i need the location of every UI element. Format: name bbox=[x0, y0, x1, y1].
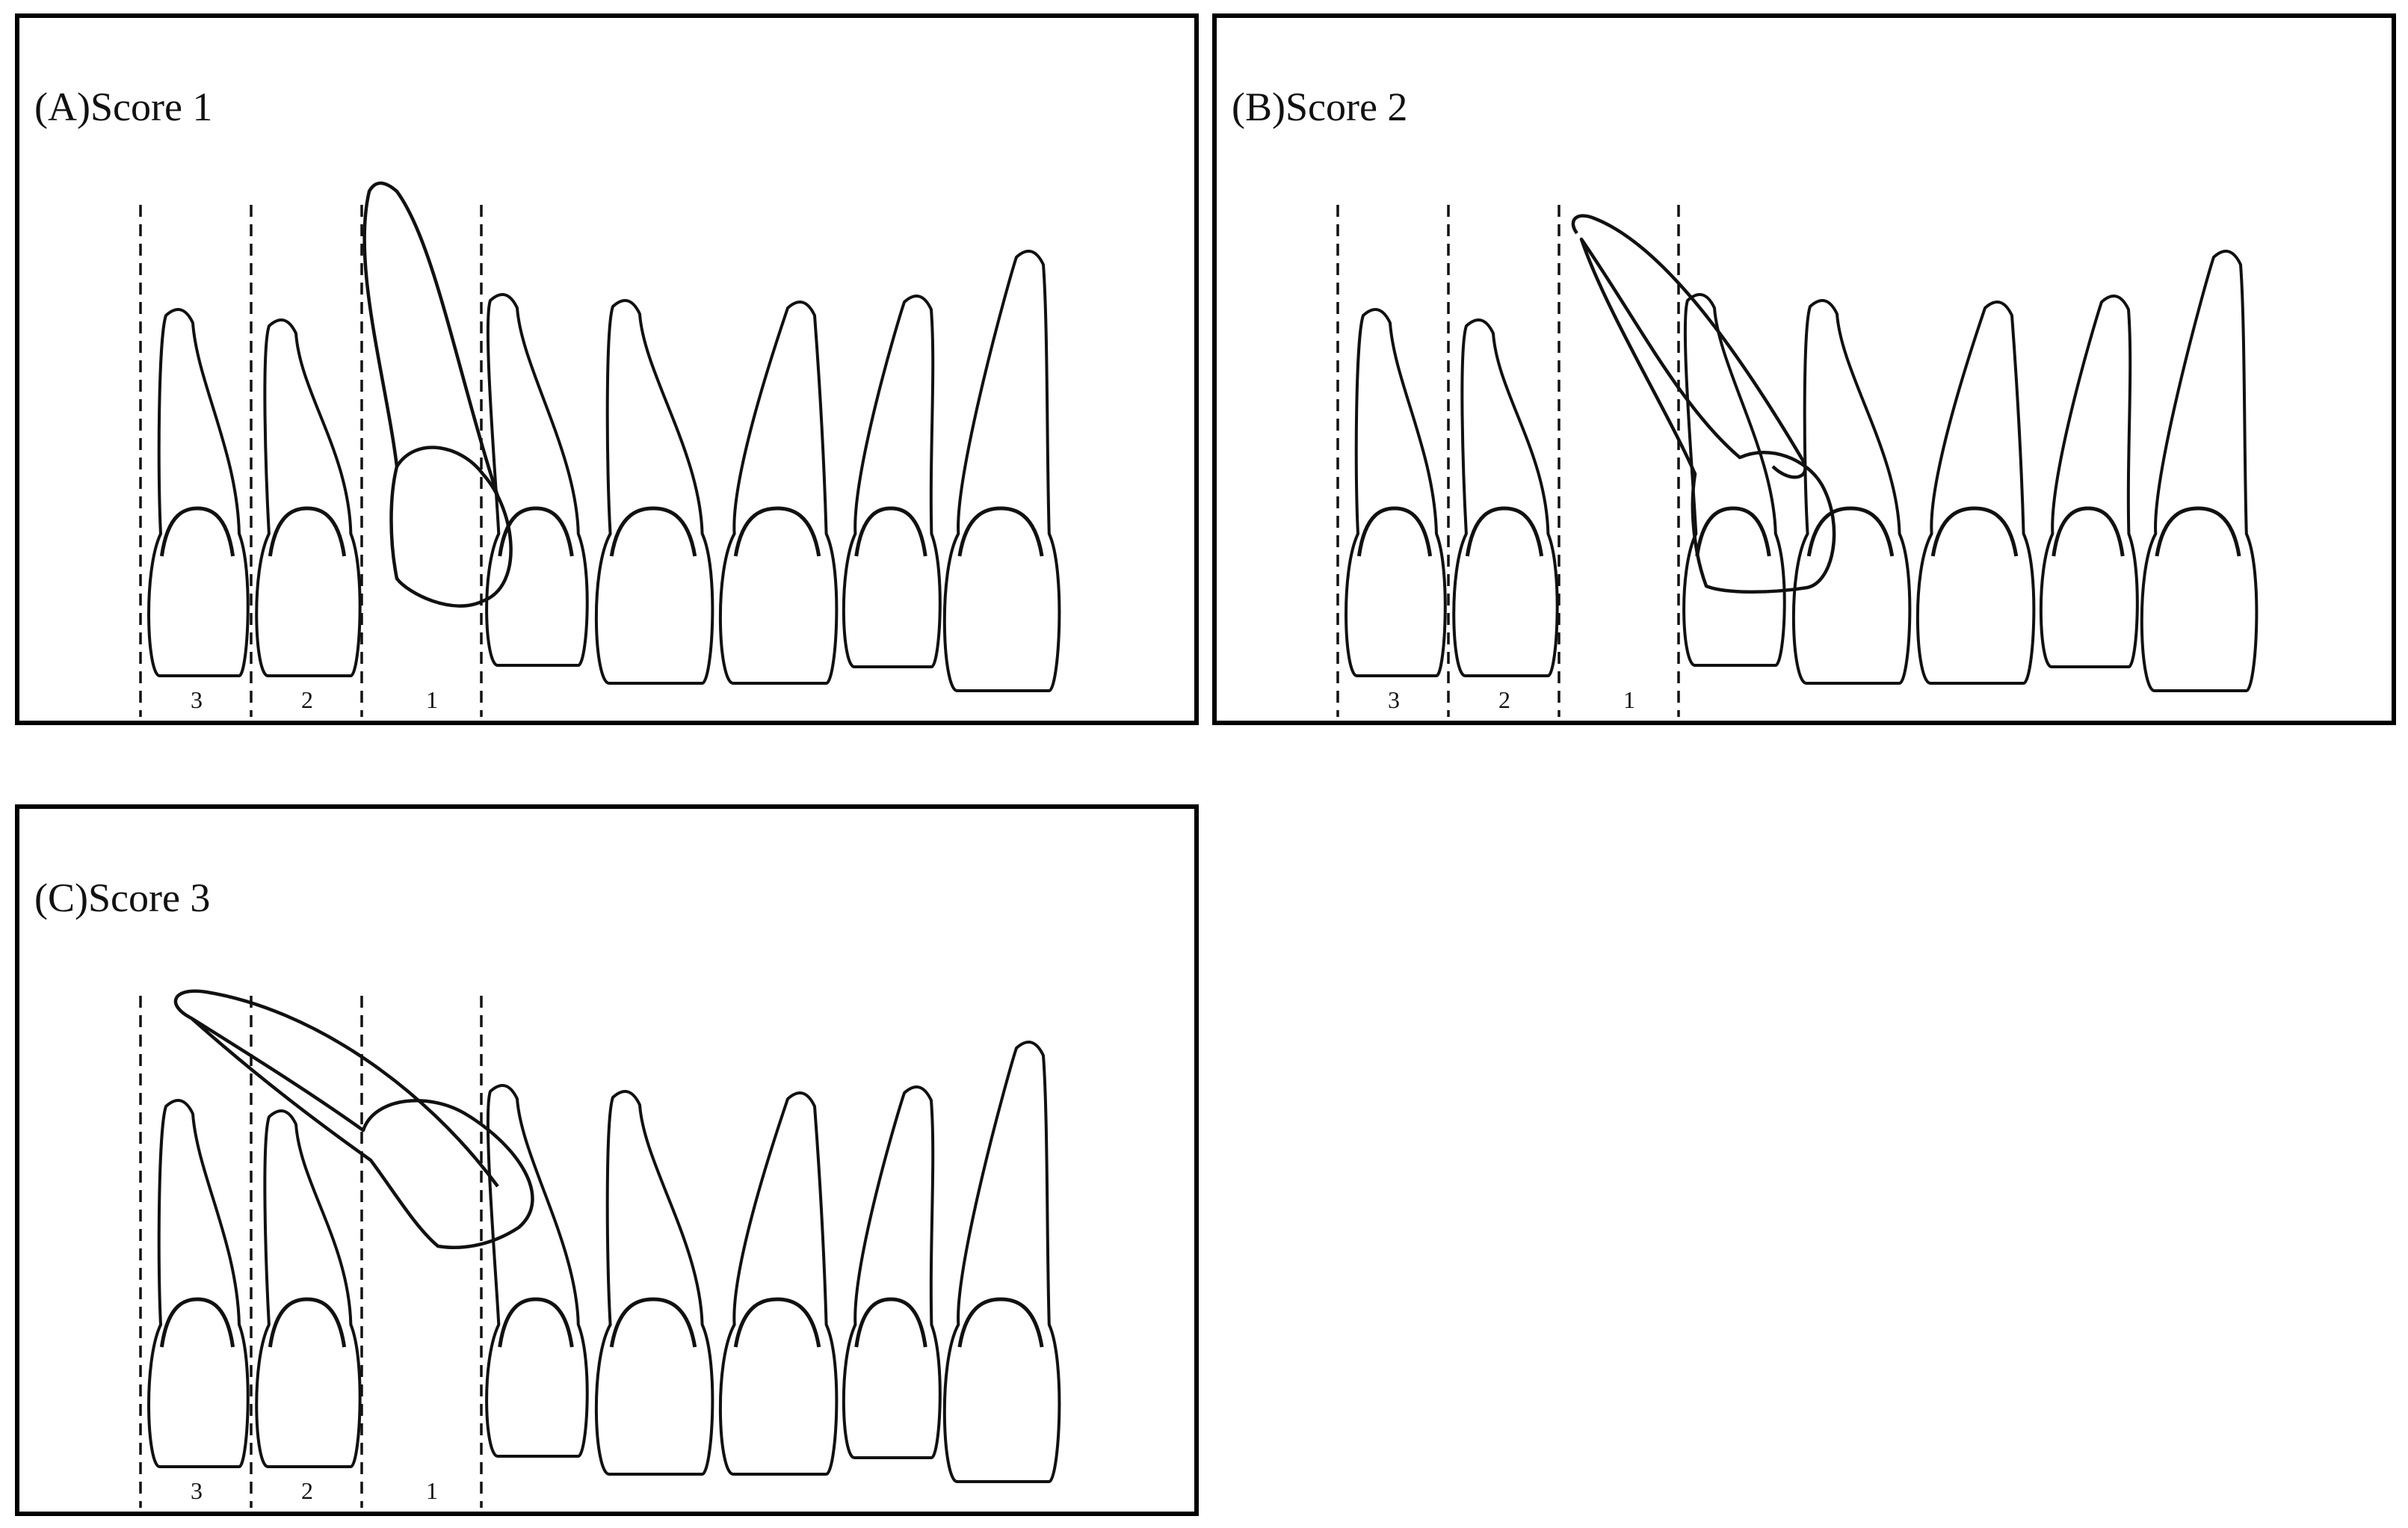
central-incisor-1 bbox=[485, 1084, 589, 1458]
central-incisor-4 bbox=[2039, 295, 2139, 668]
zone-label-1: 1 bbox=[1623, 686, 1635, 713]
lateral-tooth-zone-3 bbox=[1345, 308, 1447, 677]
central-incisor-1 bbox=[1682, 293, 1786, 667]
zone-label-2: 2 bbox=[301, 686, 313, 713]
panel-title: (B)Score 2 bbox=[1232, 84, 1408, 129]
panel-score-1: (A)Score 1 3 2 1 bbox=[15, 13, 1199, 725]
lateral-tooth-zone-2 bbox=[255, 1109, 362, 1468]
tooth-diagram bbox=[139, 989, 1061, 1508]
zone-label-1: 1 bbox=[426, 1477, 438, 1504]
impacted-canine bbox=[362, 181, 513, 608]
central-incisor-3 bbox=[718, 1091, 839, 1476]
central-incisor-1 bbox=[485, 293, 589, 667]
panel-title: (C)Score 3 bbox=[34, 875, 211, 920]
central-incisor-2 bbox=[594, 1090, 714, 1476]
central-incisor-3 bbox=[1915, 301, 2036, 685]
canine-tooth bbox=[942, 250, 1061, 692]
panel-title: (A)Score 1 bbox=[34, 84, 213, 129]
central-incisor-2 bbox=[594, 299, 714, 685]
lateral-tooth-zone-2 bbox=[255, 318, 362, 677]
panel-score-3: (C)Score 3 3 2 1 bbox=[15, 804, 1199, 1516]
panel-score-2: (B)Score 2 3 2 1 bbox=[1212, 13, 2396, 725]
zone-label-1: 1 bbox=[426, 686, 438, 713]
zone-label-3: 3 bbox=[1388, 686, 1400, 713]
lateral-tooth-zone-3 bbox=[147, 308, 250, 677]
impacted-canine bbox=[1571, 214, 1836, 594]
canine-tooth bbox=[2140, 250, 2259, 692]
central-incisor-2 bbox=[1791, 299, 1912, 685]
lateral-tooth-zone-3 bbox=[147, 1099, 250, 1468]
tooth-diagram bbox=[1336, 205, 2259, 717]
central-incisor-3 bbox=[718, 301, 839, 685]
impacted-canine bbox=[173, 989, 534, 1249]
central-incisor-4 bbox=[842, 1085, 942, 1459]
zone-label-2: 2 bbox=[1498, 686, 1510, 713]
lateral-tooth-zone-2 bbox=[1452, 318, 1559, 677]
central-incisor-4 bbox=[842, 295, 942, 668]
zone-label-3: 3 bbox=[191, 686, 203, 713]
canine-tooth bbox=[942, 1041, 1061, 1483]
zone-label-3: 3 bbox=[191, 1477, 203, 1504]
tooth-diagram bbox=[139, 181, 1061, 717]
zone-label-2: 2 bbox=[301, 1477, 313, 1504]
